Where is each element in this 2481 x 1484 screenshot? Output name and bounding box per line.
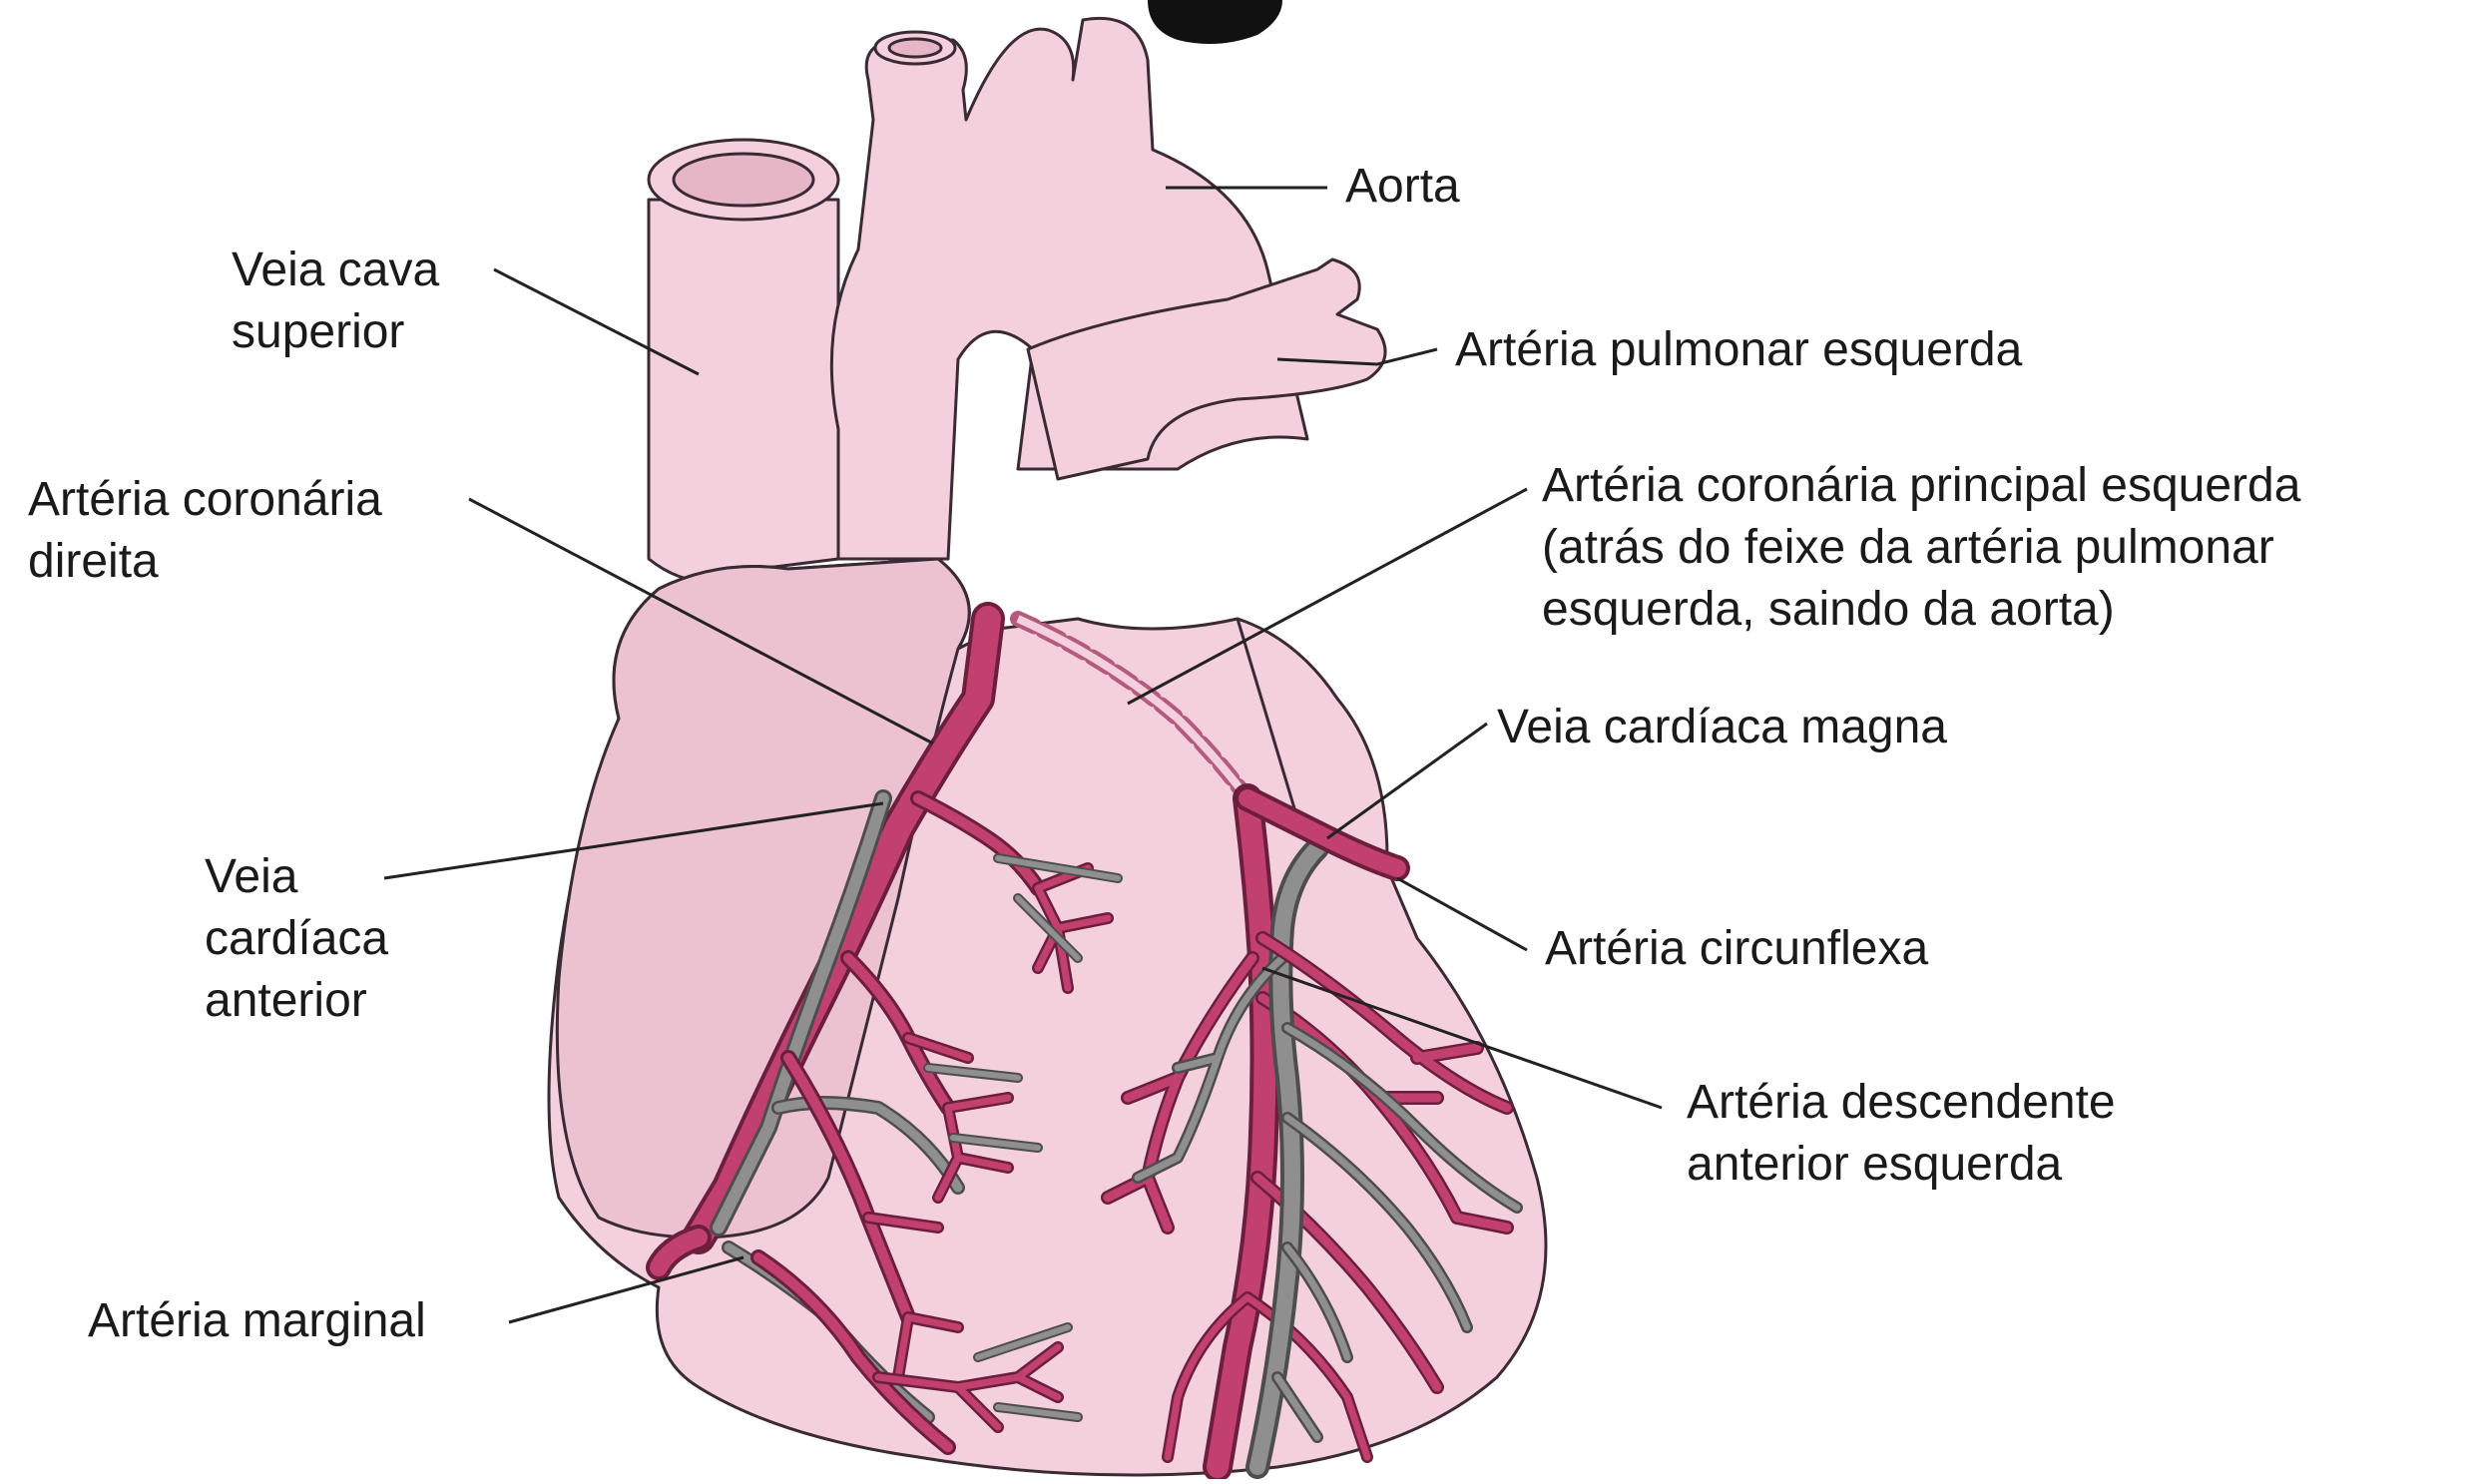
label-arteria-circunflexa: Artéria circunflexa (1545, 918, 1928, 980)
label-arteria-coronaria-principal-esquerda: Artéria coronária principal esquerda (at… (1542, 455, 2300, 641)
label-line: anterior esquerda (1687, 1134, 2116, 1196)
label-line: cardíaca (205, 908, 388, 970)
label-line: superior (232, 301, 439, 363)
label-line: anterior (205, 970, 388, 1032)
label-arteria-marginal: Artéria marginal (88, 1290, 426, 1352)
label-veia-cava-superior: Veia cava superior (232, 240, 439, 363)
label-aorta: Aorta (1345, 156, 1460, 218)
leader-arteria-coronaria-principal (1128, 489, 1527, 704)
label-arteria-coronaria-direita: Artéria coronária direita (28, 469, 382, 593)
label-veia-cardiaca-magna: Veia cardíaca magna (1497, 697, 1947, 758)
label-arteria-descendente-anterior-esquerda: Artéria descendente anterior esquerda (1687, 1072, 2116, 1196)
label-line: (atrás do feixe da artéria pulmonar (1542, 517, 2300, 579)
label-line: esquerda, saindo da aorta) (1542, 579, 2300, 641)
top-crop-artifact (1148, 0, 1282, 44)
label-line: Artéria coronária principal esquerda (1542, 455, 2300, 517)
label-line: Veia (205, 846, 388, 908)
label-line: Artéria descendente (1687, 1072, 2116, 1134)
label-arteria-pulmonar-esquerda: Artéria pulmonar esquerda (1455, 319, 2022, 381)
label-line: Artéria coronária (28, 469, 382, 531)
label-veia-cardiaca-anterior: Veia cardíaca anterior (205, 846, 388, 1032)
label-line: Veia cava (232, 240, 439, 301)
label-line: direita (28, 531, 382, 593)
superior-vena-cava-shape (649, 140, 838, 582)
